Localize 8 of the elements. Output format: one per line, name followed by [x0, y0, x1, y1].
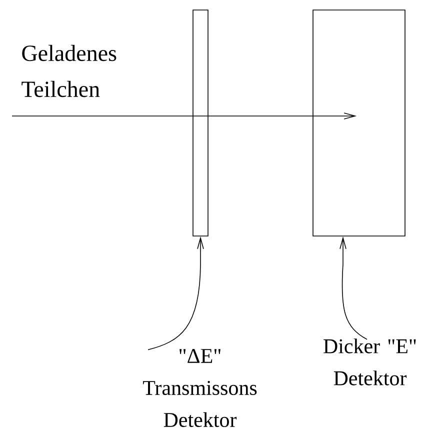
edge-label: Geladenes Teilchen: [22, 44, 116, 98]
leader-arrow: [340, 236, 368, 340]
arrow: [12, 112, 357, 120]
detector-label: Dicker "E" Detektor: [324, 338, 416, 386]
detector-label: "ΔE" Transmissons Detektor: [143, 348, 257, 428]
detector-box: [312, 10, 406, 236]
detector-box: [192, 10, 208, 236]
leader-arrow: [148, 236, 204, 350]
